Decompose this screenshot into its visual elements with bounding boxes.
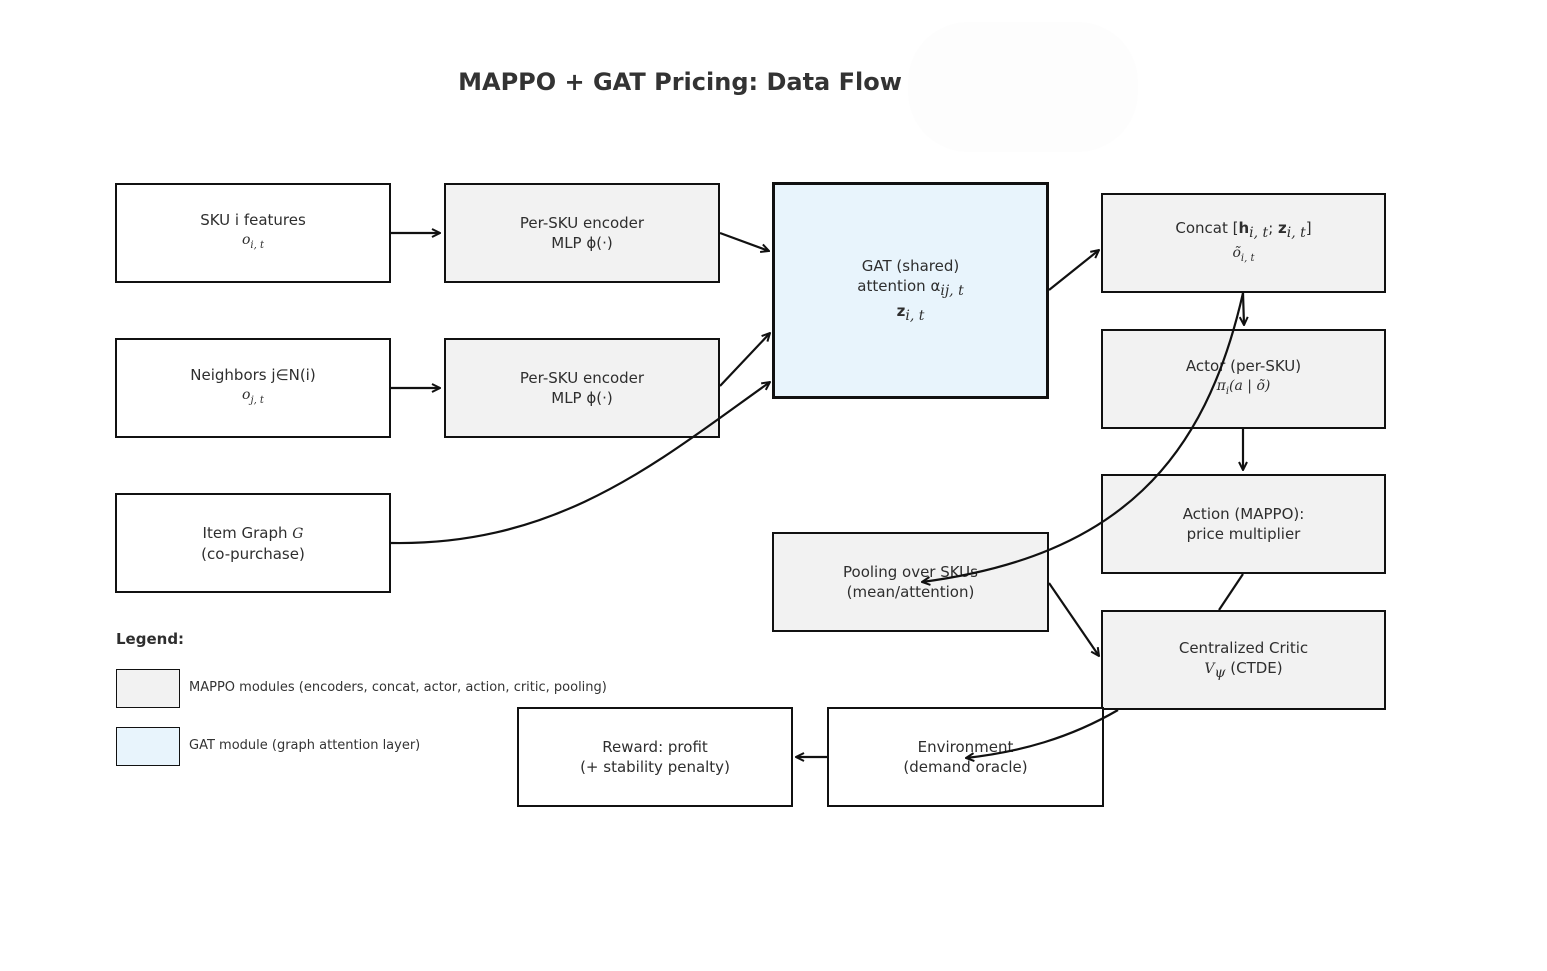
node-neighbors-symbol: oj, t [242, 387, 264, 406]
node-action: Action (MAPPO): price multiplier [1101, 474, 1386, 574]
node-encoder-1: Per-SKU encoder MLP ϕ(·) [444, 183, 720, 283]
node-concat: Concat [hi, t; zi, t] õi, t [1101, 193, 1386, 293]
node-pooling-label: Pooling over SKUs [843, 563, 978, 581]
node-gat-attention: attention αij, t [857, 276, 964, 299]
node-environment-sublabel: (demand oracle) [903, 758, 1028, 776]
node-encoder-1-label: Per-SKU encoder [519, 214, 645, 232]
node-action-label: Action (MAPPO): [1182, 505, 1305, 523]
edge-action-to-critic [1218, 573, 1244, 611]
node-item-graph: Item Graph G (co-purchase) [115, 493, 391, 593]
node-concat-label: Concat [hi, t; zi, t] [1175, 218, 1312, 241]
node-gat: GAT (shared) attention αij, t zi, t [772, 182, 1049, 399]
node-sku-features-label: SKU i features [200, 211, 306, 230]
node-critic-label: Centralized Critic [1178, 638, 1309, 657]
node-neighbors-label: Neighbors j∈N(i) [190, 366, 316, 385]
edge-pooling-to-critic [1048, 582, 1099, 656]
edge-gat-to-concat [1048, 250, 1099, 291]
node-critic-value: Vψ (CTDE) [1204, 658, 1283, 681]
edge-encoder2-to-gat [719, 333, 770, 387]
node-gat-label: GAT (shared) [861, 256, 960, 275]
node-actor-label: Actor (per-SKU) [1185, 357, 1302, 376]
node-pooling-sublabel: (mean/attention) [846, 583, 975, 601]
node-environment-label: Environment [917, 738, 1014, 756]
node-pooling: Pooling over SKUs (mean/attention) [772, 532, 1049, 632]
node-gat-output: zi, t [896, 301, 925, 324]
edge-critic-to-environment [966, 709, 1119, 758]
node-encoder-2: Per-SKU encoder MLP ϕ(·) [444, 338, 720, 438]
node-reward: Reward: profit (+ stability penalty) [517, 707, 793, 807]
edge-concat-to-pooling [922, 292, 1245, 582]
node-action-sublabel: price multiplier [1186, 525, 1301, 543]
node-critic: Centralized Critic Vψ (CTDE) [1101, 610, 1386, 710]
edge-concat-to-actor [1243, 292, 1244, 325]
node-encoder-2-sublabel: MLP ϕ(·) [551, 389, 613, 407]
node-actor-policy: πi(a | õ) [1216, 378, 1271, 397]
node-item-graph-label: Item Graph G [202, 523, 304, 542]
node-encoder-1-sublabel: MLP ϕ(·) [551, 234, 613, 252]
legend-label-mappo: MAPPO modules (encoders, concat, actor, … [189, 680, 607, 695]
node-sku-features: SKU i features oi, t [115, 183, 391, 283]
legend-swatch-gat [116, 727, 180, 766]
edge-encoder1-to-gat [719, 231, 769, 251]
node-reward-label: Reward: profit [602, 738, 708, 756]
node-encoder-2-label: Per-SKU encoder [519, 369, 645, 387]
node-concat-symbol: õi, t [1232, 244, 1255, 264]
node-reward-sublabel: (+ stability penalty) [580, 758, 730, 776]
background-highlight [908, 22, 1138, 152]
node-actor: Actor (per-SKU) πi(a | õ) [1101, 329, 1386, 429]
node-item-graph-sublabel: (co-purchase) [201, 544, 305, 563]
diagram-title: MAPPO + GAT Pricing: Data Flow [458, 68, 902, 96]
node-neighbors: Neighbors j∈N(i) oj, t [115, 338, 391, 438]
node-sku-features-symbol: oi, t [241, 232, 264, 251]
legend-title: Legend: [116, 630, 185, 648]
edge-graph-to-gat [390, 382, 770, 545]
legend-label-gat: GAT module (graph attention layer) [189, 738, 421, 753]
legend-swatch-mappo [116, 669, 180, 708]
